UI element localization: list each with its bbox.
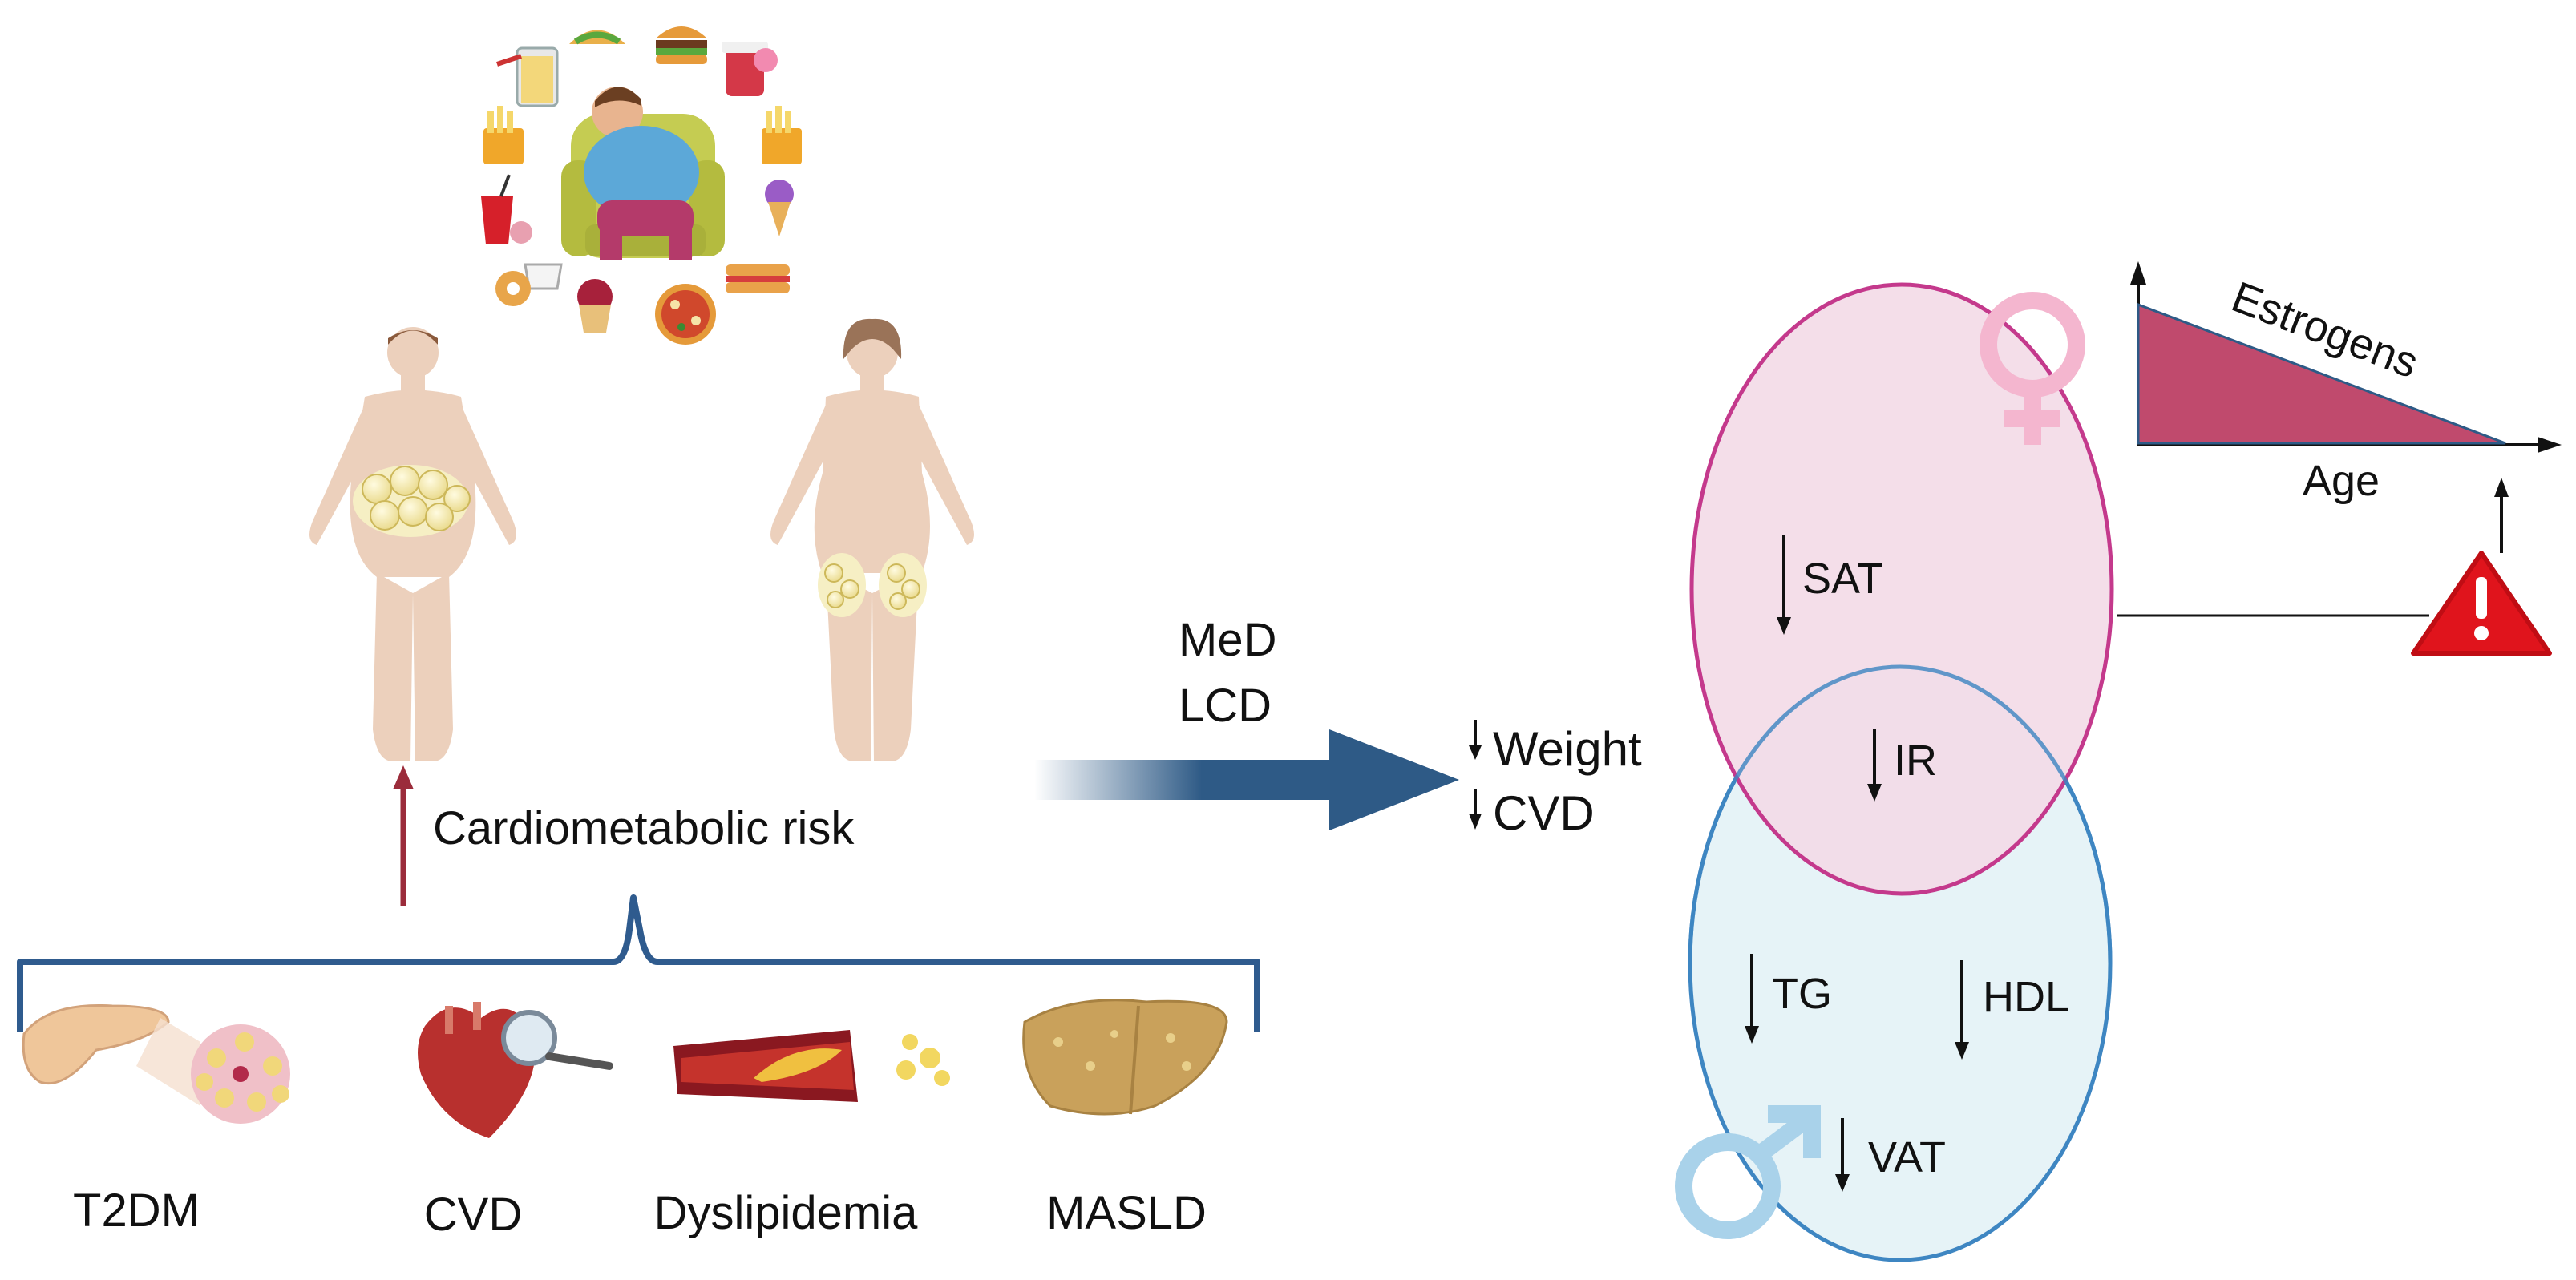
ice-cream-icon xyxy=(765,180,794,236)
male-figure xyxy=(309,327,516,761)
marker-hdl: HDL xyxy=(1955,960,2069,1060)
venn-diagram: SAT IR TG HDL VAT xyxy=(1675,282,2114,1262)
marker-ir-label: IR xyxy=(1894,737,1937,785)
visceral-fat-icon xyxy=(353,465,471,537)
marker-tg-label: TG xyxy=(1772,970,1832,1018)
condition-label-cvd: CVD xyxy=(424,1189,522,1241)
pancreas-icon xyxy=(22,1003,290,1124)
coffee-donut-icon xyxy=(495,263,563,306)
artery-plaque-icon xyxy=(673,1030,950,1102)
outcome-cvd-label: CVD xyxy=(1493,786,1595,840)
marker-hdl-label: HDL xyxy=(1983,973,2069,1021)
condition-label-masld: MASLD xyxy=(1046,1187,1207,1239)
fries-left-icon xyxy=(483,106,524,164)
estrogen-age-chart: Estrogens Age xyxy=(2130,261,2562,505)
condition-label-t2dm: T2DM xyxy=(73,1185,200,1237)
venn-overlap-outline xyxy=(1688,664,2113,964)
marker-vat-label: VAT xyxy=(1868,1133,1946,1181)
outcome-cvd: CVD xyxy=(1469,786,1595,840)
female-symbol-icon xyxy=(1980,292,2085,445)
marker-vat: VAT xyxy=(1835,1118,1946,1192)
age-axis-label: Age xyxy=(2303,457,2380,505)
conditions-bracket xyxy=(17,894,1260,1032)
jam-jar-icon xyxy=(722,42,778,96)
female-ellipse xyxy=(1689,282,2114,896)
sitting-man-icon xyxy=(584,87,699,260)
fries-right-icon xyxy=(762,106,802,164)
subcutaneous-fat-icon xyxy=(818,553,927,617)
fatty-liver-icon xyxy=(1022,999,1228,1116)
warning-up-arrow xyxy=(2494,478,2509,553)
marker-ir: IR xyxy=(1867,729,1937,802)
estrogen-decline-area xyxy=(2137,302,2506,445)
magnifier-icon xyxy=(501,1010,613,1070)
marker-sat-label: SAT xyxy=(1802,555,1883,603)
sedentary-lifestyle-illustration xyxy=(481,26,802,345)
condition-label-dyslipidemia: Dyslipidemia xyxy=(654,1187,919,1239)
marker-sat: SAT xyxy=(1777,535,1883,635)
sandwich-icon xyxy=(726,264,790,293)
beer-mug-icon xyxy=(496,46,559,107)
heart-icon xyxy=(418,1002,613,1138)
cardiometabolic-risk-label: Cardiometabolic risk xyxy=(433,802,855,854)
soda-cup-icon xyxy=(481,174,532,244)
intervention-arrow xyxy=(1034,729,1459,830)
intervention-lcd-label: LCD xyxy=(1179,680,1272,732)
outcome-weight-label: Weight xyxy=(1493,722,1642,776)
female-figure xyxy=(770,318,974,761)
warning-triangle-icon xyxy=(2411,551,2552,656)
burger-icon xyxy=(656,26,707,64)
male-symbol-icon xyxy=(1675,1105,1821,1239)
taco-icon xyxy=(569,30,625,45)
risk-up-arrow xyxy=(393,765,414,906)
pizza-icon xyxy=(655,284,716,345)
marker-tg: TG xyxy=(1745,954,1832,1044)
intervention-med-label: MeD xyxy=(1179,614,1276,666)
outcome-weight: Weight xyxy=(1469,720,1642,776)
cupcake-icon xyxy=(577,279,613,333)
